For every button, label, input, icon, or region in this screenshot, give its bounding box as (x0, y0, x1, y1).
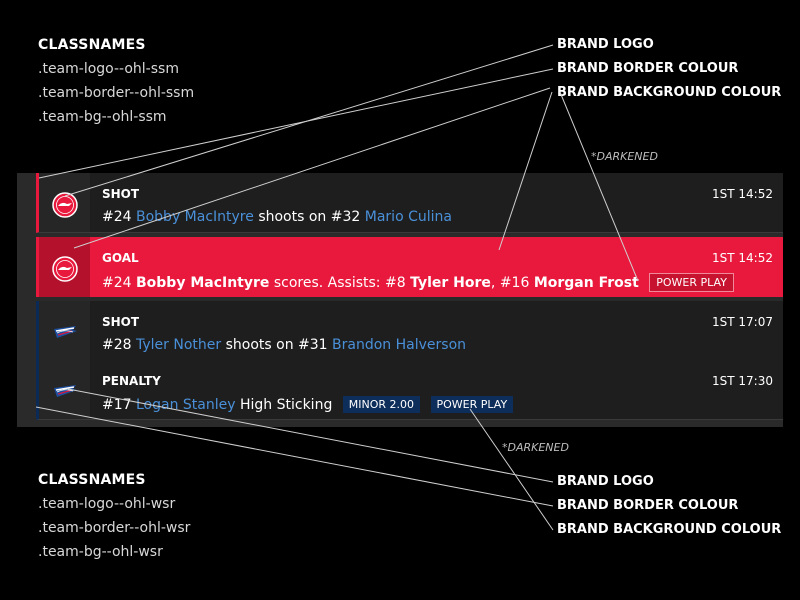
logo-column (39, 360, 90, 419)
comma: , (490, 275, 496, 291)
leader-line-bg-bottom (469, 408, 554, 531)
scores-text: scores. Assists: (273, 275, 381, 291)
event-type: SHOT (102, 315, 140, 329)
classnames-heading: CLASSNAMES (38, 472, 146, 488)
ssm-greyhounds-logo-icon (52, 192, 78, 218)
logo-column (39, 301, 90, 360)
event-row-goal[interactable]: GOAL 1ST 14:52 #24 Bobby MacIntyre score… (36, 237, 783, 297)
classnames-top: CLASSNAMES .team-logo--ohl-ssm .team-bor… (38, 33, 194, 129)
event-time: 1ST 17:30 (712, 374, 773, 388)
event-row-shot-1[interactable]: SHOT 1ST 14:52 #24 Bobby MacIntyre shoot… (36, 173, 783, 233)
minor-penalty-badge: MINOR 2.00 (342, 396, 421, 413)
event-type: GOAL (102, 251, 139, 265)
infraction: High Sticking (239, 397, 333, 413)
event-row-penalty[interactable]: PENALTY 1ST 17:30 #17 Logan Stanley High… (36, 360, 783, 420)
classname-logo: .team-logo--ohl-wsr (38, 496, 176, 512)
classname-border: .team-border--ohl-wsr (38, 520, 191, 536)
callout-brand-background: BRAND BACKGROUND COLOUR (557, 85, 782, 100)
ssm-greyhounds-logo-icon (52, 256, 78, 282)
windsor-spitfires-logo-icon (54, 385, 77, 397)
event-type: PENALTY (102, 374, 161, 388)
callouts-top: BRAND LOGO BRAND BORDER COLOUR BRAND BAC… (557, 33, 781, 105)
darkened-note-top: *DARKENED (591, 150, 658, 163)
event-verb: shoots on (258, 209, 327, 225)
assist-name[interactable]: Tyler Hore (410, 275, 491, 291)
event-time: 1ST 17:07 (712, 315, 773, 329)
power-play-badge: POWER PLAY (430, 396, 514, 413)
darkened-note-bottom: *DARKENED (502, 441, 569, 454)
event-time: 1ST 14:52 (712, 187, 773, 201)
event-feed: SHOT 1ST 14:52 #24 Bobby MacIntyre shoot… (17, 173, 783, 427)
callout-brand-border: BRAND BORDER COLOUR (557, 498, 739, 513)
scorer-name[interactable]: Bobby MacIntyre (136, 275, 270, 291)
callout-brand-background: BRAND BACKGROUND COLOUR (557, 522, 782, 537)
assist-name[interactable]: Morgan Frost (533, 275, 639, 291)
assist-number: #16 (499, 275, 530, 291)
player-link[interactable]: Bobby MacIntyre (136, 209, 254, 225)
classname-border: .team-border--ohl-ssm (38, 85, 195, 101)
event-time: 1ST 14:52 (712, 251, 773, 265)
player-number: #28 (102, 337, 132, 353)
callouts-bottom: BRAND LOGO BRAND BORDER COLOUR BRAND BAC… (557, 470, 781, 542)
event-description: #24 Bobby MacIntyre shoots on #32 Mario … (102, 209, 452, 225)
event-verb: shoots on (225, 337, 294, 353)
player-link[interactable]: Tyler Nother (136, 337, 222, 353)
event-description: #24 Bobby MacIntyre scores. Assists: #8 … (102, 273, 734, 292)
goalie-number: #31 (298, 337, 328, 353)
classnames-heading: CLASSNAMES (38, 37, 146, 53)
player-number: #17 (102, 397, 132, 413)
callout-brand-logo: BRAND LOGO (557, 37, 654, 52)
player-link[interactable]: Logan Stanley (136, 397, 236, 413)
event-row-shot-2[interactable]: SHOT 1ST 17:07 #28 Tyler Nother shoots o… (36, 301, 783, 361)
classname-bg: .team-bg--ohl-ssm (38, 109, 167, 125)
callout-brand-border: BRAND BORDER COLOUR (557, 61, 739, 76)
power-play-badge: POWER PLAY (649, 273, 734, 292)
logo-column (39, 173, 90, 232)
classnames-bottom: CLASSNAMES .team-logo--ohl-wsr .team-bor… (38, 468, 190, 564)
goalie-link[interactable]: Mario Culina (364, 209, 452, 225)
logo-column (39, 237, 90, 297)
goalie-number: #32 (330, 209, 361, 225)
assist-number: #8 (384, 275, 406, 291)
event-type: SHOT (102, 187, 140, 201)
player-number: #24 (102, 209, 132, 225)
event-description: #28 Tyler Nother shoots on #31 Brandon H… (102, 337, 466, 353)
player-number: #24 (102, 275, 132, 291)
windsor-spitfires-logo-icon (54, 326, 77, 338)
goalie-link[interactable]: Brandon Halverson (332, 337, 467, 353)
classname-logo: .team-logo--ohl-ssm (38, 61, 179, 77)
callout-brand-logo: BRAND LOGO (557, 474, 654, 489)
event-description: #17 Logan Stanley High Sticking MINOR 2.… (102, 396, 514, 413)
classname-bg: .team-bg--ohl-wsr (38, 544, 163, 560)
